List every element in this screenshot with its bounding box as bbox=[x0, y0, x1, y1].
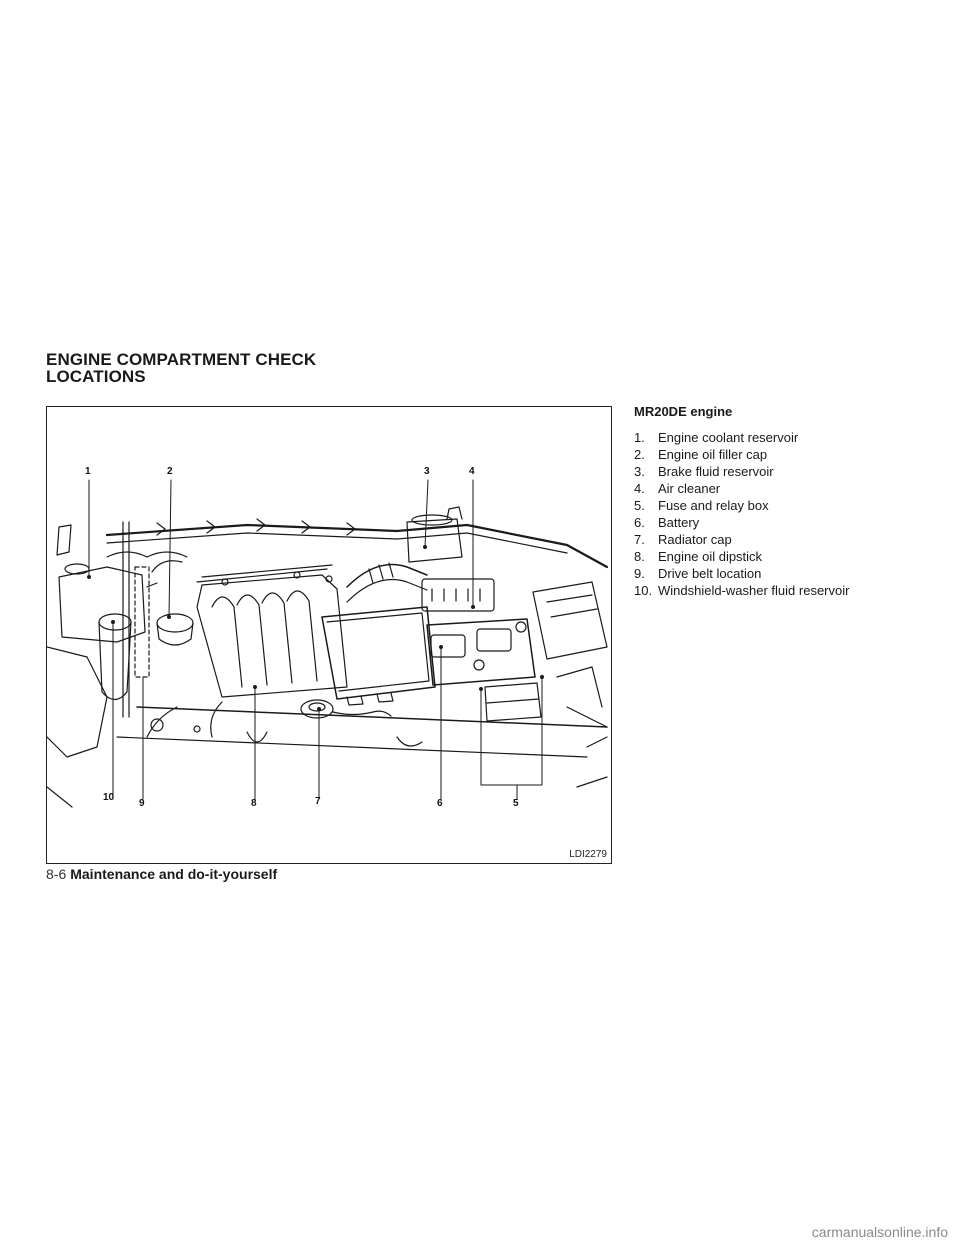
drive-belt-location bbox=[134, 566, 150, 678]
legend-label: Air cleaner bbox=[658, 481, 721, 496]
legend-num: 10. bbox=[634, 583, 653, 598]
legend-num: 1. bbox=[634, 430, 645, 445]
valve-cover bbox=[196, 574, 348, 698]
callout-1: 1 bbox=[85, 466, 91, 477]
callout-8: 8 bbox=[251, 798, 257, 809]
legend-item: 2. Engine oil filler cap bbox=[634, 446, 934, 463]
strut-bar bbox=[105, 523, 609, 569]
legend-list: 1. Engine coolant reservoir 2. Engine oil … bbox=[634, 429, 934, 599]
legend-heading: MR20DE engine bbox=[634, 404, 733, 419]
legend-label: Brake fluid reservoir bbox=[658, 464, 774, 479]
callout-10: 10 bbox=[103, 792, 115, 803]
air-cleaner-element bbox=[421, 578, 495, 612]
brake-fluid-reservoir bbox=[406, 518, 463, 563]
coolant-reservoir-shape bbox=[58, 566, 146, 643]
callout-5: 5 bbox=[513, 798, 519, 809]
watermark: carmanualsonline.info bbox=[811, 1224, 948, 1240]
engine-illustration bbox=[47, 479, 609, 808]
legend-item: 9. Drive belt location bbox=[634, 565, 934, 582]
section-title-line2: LOCATIONS bbox=[46, 367, 146, 386]
legend-num: 4. bbox=[634, 481, 645, 496]
legend-label: Battery bbox=[658, 515, 700, 530]
legend-label: Windshield-washer fluid reservoir bbox=[658, 583, 850, 598]
legend-item: 8. Engine oil dipstick bbox=[634, 548, 934, 565]
callout-leaders bbox=[88, 479, 543, 800]
legend-num: 5. bbox=[634, 498, 645, 513]
callout-3: 3 bbox=[424, 466, 430, 477]
legend-label: Radiator cap bbox=[658, 532, 732, 547]
air-cleaner-box bbox=[321, 606, 436, 700]
engine-compartment-figure: 1 2 3 4 5 6 7 8 9 10 LDI2279 bbox=[46, 406, 612, 864]
legend-label: Engine coolant reservoir bbox=[658, 430, 799, 445]
page-number: 8-6 bbox=[46, 866, 67, 882]
legend-num: 2. bbox=[634, 447, 645, 462]
section-title-line1: ENGINE COMPARTMENT CHECK bbox=[46, 350, 317, 369]
figure-id: LDI2279 bbox=[569, 849, 607, 860]
legend-label: Fuse and relay box bbox=[658, 498, 769, 513]
legend-item: 4. Air cleaner bbox=[634, 480, 934, 497]
legend-item: 1. Engine coolant reservoir bbox=[634, 429, 934, 446]
legend-label: Drive belt location bbox=[658, 566, 762, 581]
callout-4: 4 bbox=[469, 466, 475, 477]
callout-6: 6 bbox=[437, 798, 443, 809]
oil-filler-cap-shape bbox=[156, 613, 194, 633]
legend-item: 10. Windshield-washer fluid reservoir bbox=[634, 582, 934, 599]
legend-num: 7. bbox=[634, 532, 645, 547]
legend-num: 6. bbox=[634, 515, 645, 530]
callout-2: 2 bbox=[167, 466, 173, 477]
callout-dots bbox=[87, 545, 544, 711]
legend-num: 8. bbox=[634, 549, 645, 564]
legend-item: 3. Brake fluid reservoir bbox=[634, 463, 934, 480]
legend-num: 9. bbox=[634, 566, 645, 581]
legend-item: 5. Fuse and relay box bbox=[634, 497, 934, 514]
legend-label: Engine oil filler cap bbox=[658, 447, 768, 462]
legend-num: 3. bbox=[634, 464, 645, 479]
callout-7: 7 bbox=[315, 796, 321, 807]
radiator-cap-shape bbox=[300, 699, 334, 719]
legend-item: 7. Radiator cap bbox=[634, 531, 934, 548]
legend-item: 6. Battery bbox=[634, 514, 934, 531]
legend-label: Engine oil dipstick bbox=[658, 549, 763, 564]
legend: MR20DE engine 1. Engine coolant reservoir… bbox=[634, 404, 934, 599]
callout-9: 9 bbox=[139, 798, 145, 809]
section-title: ENGINE COMPARTMENT CHECK LOCATIONS bbox=[46, 351, 316, 385]
battery-shape bbox=[426, 618, 536, 686]
chapter-title: Maintenance and do-it-yourself bbox=[70, 866, 278, 882]
fuse-relay-box bbox=[532, 581, 608, 660]
